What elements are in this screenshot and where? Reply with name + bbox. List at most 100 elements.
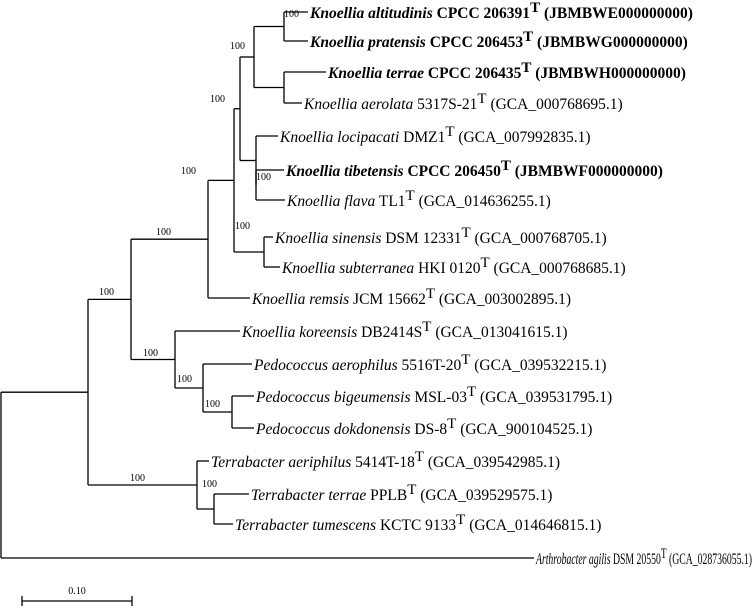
taxon-species: Terrabacter tumescens [235, 517, 376, 534]
tree-branches [0, 11, 534, 559]
taxon-label: Pedococcus dokdonensis DS-8T (GCA_900104… [255, 416, 592, 438]
taxon-label: Knoellia flava TL1T (GCA_014636255.1) [286, 188, 551, 210]
taxon-label: Knoellia aerolata 5317S-21T (GCA_0007686… [303, 91, 623, 113]
type-strain-mark: T [407, 482, 416, 498]
taxon-accession: (JBMBWE000000000) [540, 5, 693, 22]
taxon-species: Arthrobacter agilis [535, 551, 610, 568]
bootstrap-value: 100 [130, 473, 145, 484]
bootstrap-value: 100 [256, 172, 271, 183]
taxon-strain: DS-8 [411, 421, 448, 438]
taxon-accession: (JBMBWG000000000) [533, 34, 688, 51]
taxon-accession: (GCA_014646815.1) [465, 517, 601, 534]
taxon-species: Knoellia subterranea [281, 260, 414, 277]
taxon-accession: (GCA_000768705.1) [471, 230, 607, 247]
type-strain-mark: T [461, 352, 470, 368]
bootstrap-value: 100 [143, 348, 158, 359]
taxon-accession: (GCA_014636255.1) [415, 193, 551, 210]
taxon-species: Knoellia sinensis [274, 230, 381, 247]
taxon-accession: (JBMBWF000000000) [511, 163, 663, 180]
taxon-species: Pedococcus bigeumensis [255, 389, 411, 406]
type-strain-mark: T [406, 188, 415, 204]
taxon-strain: DSM 20550 [611, 551, 661, 568]
taxon-accession: (GCA_028736055.1) [667, 551, 752, 568]
taxon-species: Terrabacter aeriphilus [211, 454, 351, 471]
taxon-label: Terrabacter terrae PPLBT (GCA_039529575.… [251, 482, 552, 504]
bootstrap-value: 100 [210, 94, 225, 105]
taxon-strain: HKI 0120 [414, 260, 481, 277]
taxon-species: Knoellia pratensis [309, 34, 426, 51]
scale-bar: 0.10 [21, 586, 133, 606]
taxon-strain: KCTC 9133 [376, 517, 456, 534]
taxon-label: Pedococcus bigeumensis MSL-03T (GCA_0395… [255, 384, 612, 406]
taxon-strain: JCM 15662 [349, 291, 426, 308]
taxon-species: Pedococcus aerophilus [253, 357, 398, 374]
taxon-accession: (GCA_003002895.1) [435, 291, 571, 308]
taxon-label: Knoellia tibetensis CPCC 206450T (JBMBWF… [285, 158, 663, 180]
bootstrap-value: 100 [205, 399, 220, 410]
bootstrap-value: 100 [156, 227, 171, 238]
taxon-label: Knoellia terrae CPCC 206435T (JBMBWH0000… [327, 60, 686, 82]
taxon-strain: CPCC 206435 [424, 65, 522, 82]
type-strain-mark: T [481, 255, 490, 271]
taxon-strain: DSM 12331 [381, 230, 461, 247]
taxon-label: Knoellia altitudinis CPCC 206391T (JBMBW… [309, 0, 693, 22]
taxon-strain: CPCC 206391 [433, 5, 530, 22]
taxon-accession: (GCA_000768695.1) [487, 96, 623, 113]
taxon-label: Knoellia remsis JCM 15662T (GCA_00300289… [251, 286, 571, 308]
taxon-species: Terrabacter terrae [251, 487, 366, 504]
taxon-label: Knoellia koreensis DB2414ST (GCA_0130416… [241, 319, 568, 341]
taxon-accession: (GCA_039529575.1) [416, 487, 552, 504]
taxon-accession: (JBMBWH000000000) [531, 65, 686, 82]
taxon-label: Pedococcus aerophilus 5516T-20T (GCA_039… [253, 352, 606, 374]
type-strain-mark: T [426, 286, 435, 302]
type-strain-mark: T [501, 158, 511, 174]
taxon-strain: 5414T-18 [351, 454, 415, 471]
type-strain-mark: T [530, 0, 540, 16]
taxon-species: Knoellia koreensis [241, 324, 357, 341]
bootstrap-value: 100 [284, 9, 299, 20]
taxon-species: Knoellia locipacati [279, 129, 399, 146]
taxon-label: Terrabacter aeriphilus 5414T-18T (GCA_03… [211, 449, 560, 471]
type-strain-mark: T [422, 319, 431, 335]
taxon-label: Arthrobacter agilis DSM 20550T (GCA_0287… [535, 546, 752, 568]
taxon-species: Knoellia aerolata [303, 96, 413, 113]
type-strain-mark: T [456, 512, 465, 528]
taxon-species: Knoellia tibetensis [285, 163, 404, 180]
taxon-accession: (GCA_039542985.1) [424, 454, 560, 471]
taxon-label: Knoellia locipacati DMZ1T (GCA_007992835… [279, 124, 591, 146]
taxon-accession: (GCA_000768685.1) [490, 260, 626, 277]
bootstrap-value: 100 [181, 166, 196, 177]
taxon-label: Terrabacter tumescens KCTC 9133T (GCA_01… [235, 512, 601, 534]
taxon-species: Pedococcus dokdonensis [255, 421, 411, 438]
taxon-strain: MSL-03 [411, 389, 468, 406]
taxon-accession: (GCA_900104525.1) [456, 421, 592, 438]
taxon-accession: (GCA_039532215.1) [470, 357, 606, 374]
taxon-strain: CPCC 206453 [426, 34, 524, 51]
taxon-strain: DMZ1 [399, 129, 445, 146]
taxon-species: Knoellia terrae [327, 65, 424, 82]
type-strain-mark: T [477, 91, 486, 107]
taxon-species: Knoellia altitudinis [309, 5, 433, 22]
taxon-label: Knoellia subterranea HKI 0120T (GCA_0007… [281, 255, 626, 277]
taxon-strain: 5516T-20 [398, 357, 462, 374]
type-strain-mark: T [447, 416, 456, 432]
bootstrap-value: 100 [235, 221, 250, 232]
taxon-strain: PPLB [366, 487, 407, 504]
taxon-strain: TL1 [375, 193, 405, 210]
bootstrap-value: 100 [99, 287, 114, 298]
type-strain-mark: T [467, 384, 476, 400]
type-strain-mark: T [521, 60, 531, 76]
taxon-species: Knoellia remsis [251, 291, 349, 308]
taxon-strain: CPCC 206450 [404, 163, 502, 180]
taxon-accession: (GCA_039531795.1) [476, 389, 612, 406]
taxon-accession: (GCA_013041615.1) [431, 324, 567, 341]
type-strain-mark: T [415, 449, 424, 465]
type-strain-mark: T [461, 225, 470, 241]
taxon-strain: 5317S-21 [413, 96, 477, 113]
scale-bar-label: 0.10 [68, 586, 86, 597]
bootstrap-value: 100 [202, 479, 217, 490]
taxon-species: Knoellia flava [286, 193, 376, 210]
taxon-label: Knoellia sinensis DSM 12331T (GCA_000768… [274, 225, 607, 247]
